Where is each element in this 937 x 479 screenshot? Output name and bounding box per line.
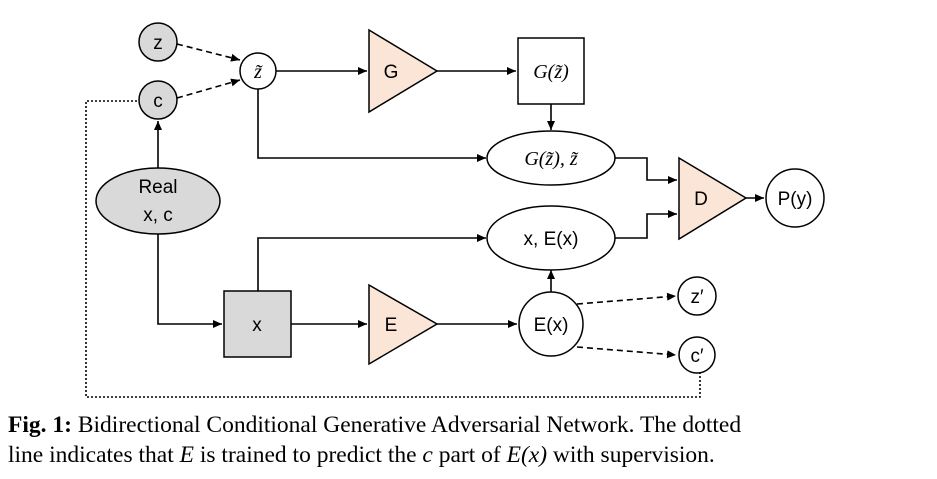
node-z-tilde: z̃ bbox=[239, 52, 277, 90]
caption-line-2: line indicates that E is trained to pred… bbox=[8, 440, 933, 470]
figure-caption: Fig. 1: Bidirectional Conditional Genera… bbox=[8, 410, 933, 470]
edge-ztilde-to-gpair bbox=[257, 89, 486, 162]
node-real: Real x, c bbox=[95, 167, 221, 235]
node-p-y: P(y) bbox=[765, 168, 825, 228]
node-e-output: E(x) bbox=[518, 291, 584, 357]
node-discriminator-label: D bbox=[694, 189, 708, 210]
caption-text-4: part of bbox=[432, 442, 507, 468]
caption-e: E bbox=[179, 442, 194, 468]
node-real-line1: Real bbox=[138, 177, 177, 198]
node-g-output-label: G(z̃) bbox=[533, 61, 569, 83]
edge-z-to-ztilde bbox=[176, 43, 241, 62]
caption-text-5: with supervision. bbox=[547, 442, 715, 468]
node-z: z bbox=[138, 22, 178, 62]
node-z-prime: z′ bbox=[677, 276, 717, 316]
node-g-pair: G(z̃), z̃ bbox=[486, 130, 616, 186]
node-g-pair-label: G(z̃), z̃ bbox=[524, 148, 578, 170]
node-c-prime: c′ bbox=[678, 336, 716, 374]
node-x-pair-label: x, E(x) bbox=[524, 229, 579, 250]
node-z-label: z bbox=[153, 33, 163, 54]
node-generator-label: G bbox=[384, 62, 399, 83]
caption-ex: E(x) bbox=[506, 442, 548, 468]
node-x-label: x bbox=[252, 315, 262, 336]
edge-c-to-ztilde bbox=[176, 78, 241, 99]
node-real-line2: x, c bbox=[143, 205, 173, 226]
caption-text-1: Bidirectional Conditional Generative Adv… bbox=[71, 412, 742, 438]
node-z-tilde-label: z̃ bbox=[253, 61, 263, 83]
node-encoder-label: E bbox=[385, 315, 398, 336]
edge-xpair-to-d bbox=[615, 210, 677, 239]
caption-text-3: is trained to predict the bbox=[194, 442, 423, 468]
node-g-output: G(z̃) bbox=[517, 37, 585, 105]
node-x-pair: x, E(x) bbox=[486, 205, 616, 271]
node-x: x bbox=[223, 290, 292, 358]
node-discriminator: D bbox=[678, 156, 748, 241]
caption-text-2: line indicates that bbox=[8, 442, 180, 468]
node-c: c bbox=[138, 80, 178, 120]
caption-label: Fig. 1: bbox=[8, 412, 72, 438]
edge-ex-to-cprime bbox=[576, 346, 677, 359]
node-c-prime-label: c′ bbox=[690, 346, 704, 367]
edge-supervision-dotted bbox=[85, 100, 701, 398]
node-e-output-label: E(x) bbox=[534, 315, 569, 336]
node-generator: G bbox=[368, 28, 439, 114]
bicogan-diagram: z c z̃ Real x, c G G(z̃) G(z̃), z̃ D P(y… bbox=[85, 22, 825, 398]
caption-c: c bbox=[422, 442, 433, 468]
edge-real-to-x bbox=[157, 233, 222, 328]
edge-ex-to-zprime bbox=[576, 292, 677, 305]
caption-line-1: Fig. 1: Bidirectional Conditional Genera… bbox=[8, 410, 933, 440]
node-encoder: E bbox=[368, 283, 439, 366]
node-p-y-label: P(y) bbox=[778, 189, 813, 210]
edge-x-to-xpair bbox=[257, 234, 486, 291]
edge-gpair-to-d bbox=[615, 157, 677, 184]
node-c-label: c bbox=[153, 91, 163, 112]
node-z-prime-label: z′ bbox=[690, 287, 704, 308]
edges bbox=[85, 43, 764, 398]
